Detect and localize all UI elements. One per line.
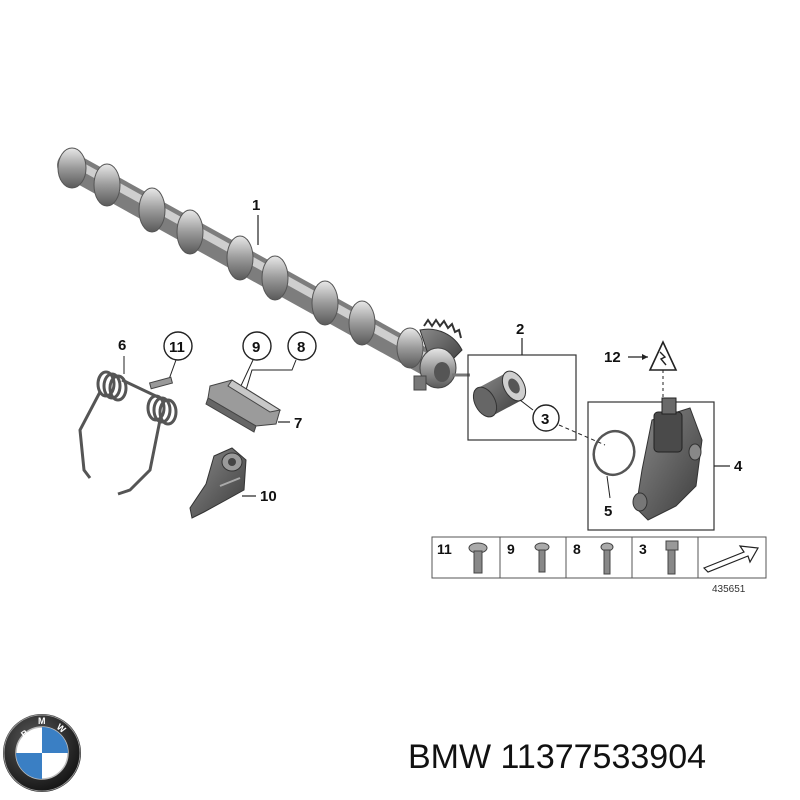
bolt-9-icon: [534, 542, 550, 573]
callout-4: 4: [734, 458, 743, 475]
bolt-11-icon: [468, 542, 488, 574]
callout-2: 2: [516, 321, 524, 338]
camshaft: [57, 147, 470, 391]
svg-text:M: M: [38, 716, 46, 726]
fastener-table: 11 9 8 3: [431, 536, 767, 579]
fastener-8-label: 8: [573, 541, 581, 557]
fastener-11-label: 11: [437, 541, 452, 557]
brand-part-number: BMW 11377533904: [408, 738, 707, 776]
bmw-logo: B M W: [3, 714, 81, 792]
callout-9-circle: [242, 331, 272, 361]
svg-text:B: B: [19, 727, 31, 739]
callout-7: 7: [294, 415, 302, 432]
position-sensor: [632, 397, 703, 521]
torsion-spring: [78, 370, 178, 496]
bracket: [205, 379, 282, 433]
callout-12: 12: [604, 349, 621, 366]
callout-8: 8: [297, 339, 305, 356]
callout-10: 10: [260, 488, 277, 505]
bushing: [472, 370, 527, 418]
o-ring: [592, 429, 636, 477]
diagram-number: 435651: [712, 584, 746, 595]
callout-8-circle: [287, 331, 317, 361]
bolt-8-icon: [600, 542, 614, 575]
callout-1: 1: [252, 197, 260, 214]
direction-arrow-icon: [702, 545, 759, 573]
callout-11: 11: [169, 339, 185, 356]
bolt-3-icon: [665, 540, 679, 575]
callout-11-circle: [163, 331, 193, 361]
warning-triangle-icon: [648, 340, 678, 371]
fastener-9-label: 9: [507, 541, 515, 557]
callout-3-circle: [532, 404, 560, 432]
callout-6: 6: [118, 337, 126, 354]
rocker-arm: [189, 447, 247, 519]
callout-3: 3: [541, 411, 549, 428]
fastener-3-label: 3: [639, 541, 647, 557]
callout-5: 5: [604, 503, 612, 520]
callout-9: 9: [252, 339, 260, 356]
